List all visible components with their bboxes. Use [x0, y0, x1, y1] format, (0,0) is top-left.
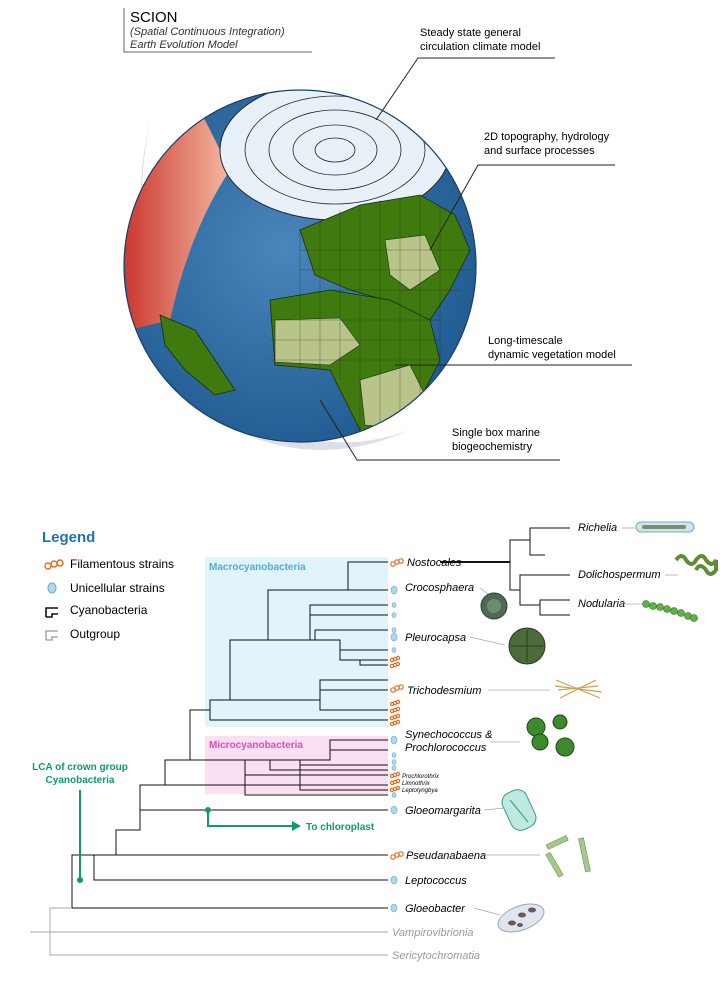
taxon-leptolyngbya: Leptolyngbya [402, 788, 438, 794]
marker-trichodesmium [390, 684, 404, 693]
taxon-prochlorococcus: Prochlorococcus [405, 742, 487, 754]
taxon-dolichospermum: Dolichospermum [578, 569, 661, 581]
scion-title: SCION [130, 9, 178, 26]
macro-box [205, 557, 388, 727]
climate-label-2: circulation climate model [420, 41, 540, 53]
header-bracket [123, 8, 312, 53]
taxon-gloeomargarita: Gloeomargarita [405, 805, 481, 817]
topo-leader [429, 164, 615, 251]
climate-label-1: Steady state general [420, 27, 521, 39]
globe-annotations: Steady state general circulation climate… [319, 27, 632, 461]
legend-unicellular: Unicellular strains [70, 581, 165, 595]
marine-label-2: biogeochemistry [452, 441, 533, 453]
scion-subtitle-1: (Spatial Continuous Integration) [130, 26, 285, 38]
macro-label: Macrocyanobacteria [209, 562, 306, 573]
legend-outgroup: Outgroup [70, 627, 120, 641]
cyanobacteria-tree [71, 561, 388, 909]
gloeomargarita-illustration [501, 789, 537, 831]
marker-pseudanabaena [390, 851, 404, 860]
marine-label-1: Single box marine [452, 427, 540, 439]
earth-globe [123, 89, 477, 450]
grid-lines [270, 196, 470, 440]
crocosphaera-illustration [480, 592, 508, 620]
topo-label-1: 2D topography, hydrology [484, 131, 610, 143]
taxon-pseudanabaena: Pseudanabaena [406, 850, 486, 862]
marine-leader [319, 399, 560, 461]
scion-header: SCION (Spatial Continuous Integration) E… [123, 8, 312, 53]
land-south-america [159, 314, 236, 396]
lca-marker: LCA of crown group Cyanobacteria [32, 762, 128, 883]
marker-synechococcus [390, 735, 398, 745]
taxon-leptococcus: Leptococcus [405, 875, 467, 887]
synechococcus-illustration [526, 714, 575, 757]
taxon-synechococcus: Synechococcus & [405, 729, 492, 741]
marker-crocosphaera [390, 585, 398, 595]
legend-title: Legend [42, 529, 95, 546]
climate-leader [375, 57, 555, 121]
pleurocapsa-illustration [508, 627, 546, 665]
richelia-illustration [635, 521, 695, 533]
outgroup-icon [45, 630, 58, 641]
veg-label-1: Long-timescale [488, 335, 563, 347]
taxon-richelia: Richelia [578, 522, 617, 534]
lca-label-1: LCA of crown group [32, 762, 128, 773]
savanna-patch-1 [274, 317, 361, 366]
legend: Legend Filamentous strains Unicellular s… [42, 529, 174, 641]
taxon-trichodesmium: Trichodesmium [407, 685, 481, 697]
taxon-crocosphaera: Crocosphaera [405, 582, 474, 594]
taxon-limnothrix: Limnothrix [402, 781, 431, 787]
veg-label-2: dynamic vegetation model [488, 349, 616, 361]
legend-filamentous: Filamentous strains [70, 557, 174, 571]
marker-nostocales [390, 558, 404, 567]
pseudanabaena-illustration [545, 835, 591, 878]
taxon-nodularia: Nodularia [578, 598, 625, 610]
illustration-leaders [469, 527, 678, 916]
chloroplast-label: To chloroplast [306, 822, 375, 833]
trichodesmium-illustration [554, 679, 603, 699]
marker-pleurocapsa [390, 632, 398, 642]
nodularia-illustration [642, 600, 698, 622]
savanna-patch-3 [384, 234, 441, 291]
marker-gloeobacter [390, 903, 398, 913]
lca-label-2: Cyanobacteria [46, 775, 115, 786]
taxon-gloeobacter: Gloeobacter [405, 903, 466, 915]
marker-gloeomargarita [390, 805, 398, 815]
legend-cyanobacteria: Cyanobacteria [70, 603, 148, 617]
taxon-vampirovibrionia: Vampirovibrionia [392, 927, 474, 939]
taxon-prochlorothrix: Prochlorothrix [402, 774, 440, 780]
cyanobacteria-icon [45, 607, 58, 618]
chloroplast-arrow: To chloroplast [205, 807, 375, 833]
topo-label-2: and surface processes [484, 145, 595, 157]
taxon-sericytochromatia: Sericytochromatia [392, 950, 480, 962]
scion-subtitle-2: Earth Evolution Model [130, 39, 238, 51]
dolichospermum-illustration [674, 554, 718, 576]
taxon-pleurocapsa: Pleurocapsa [405, 632, 466, 644]
nostocales-subtree [440, 527, 570, 616]
taxon-nostocales: Nostocales [407, 557, 462, 569]
organism-illustrations [480, 521, 718, 933]
globe-outline [123, 89, 477, 443]
micro-label: Microcyanobacteria [209, 740, 303, 751]
tip-markers [389, 558, 404, 913]
outgroup-tree [30, 907, 388, 956]
gloeobacter-illustration [497, 903, 545, 933]
marker-leptococcus [390, 875, 398, 885]
taxon-labels: Nostocales Crocosphaera Pleurocapsa Tric… [392, 522, 661, 962]
unicell-icon [47, 582, 57, 594]
filament-icon [44, 559, 64, 570]
